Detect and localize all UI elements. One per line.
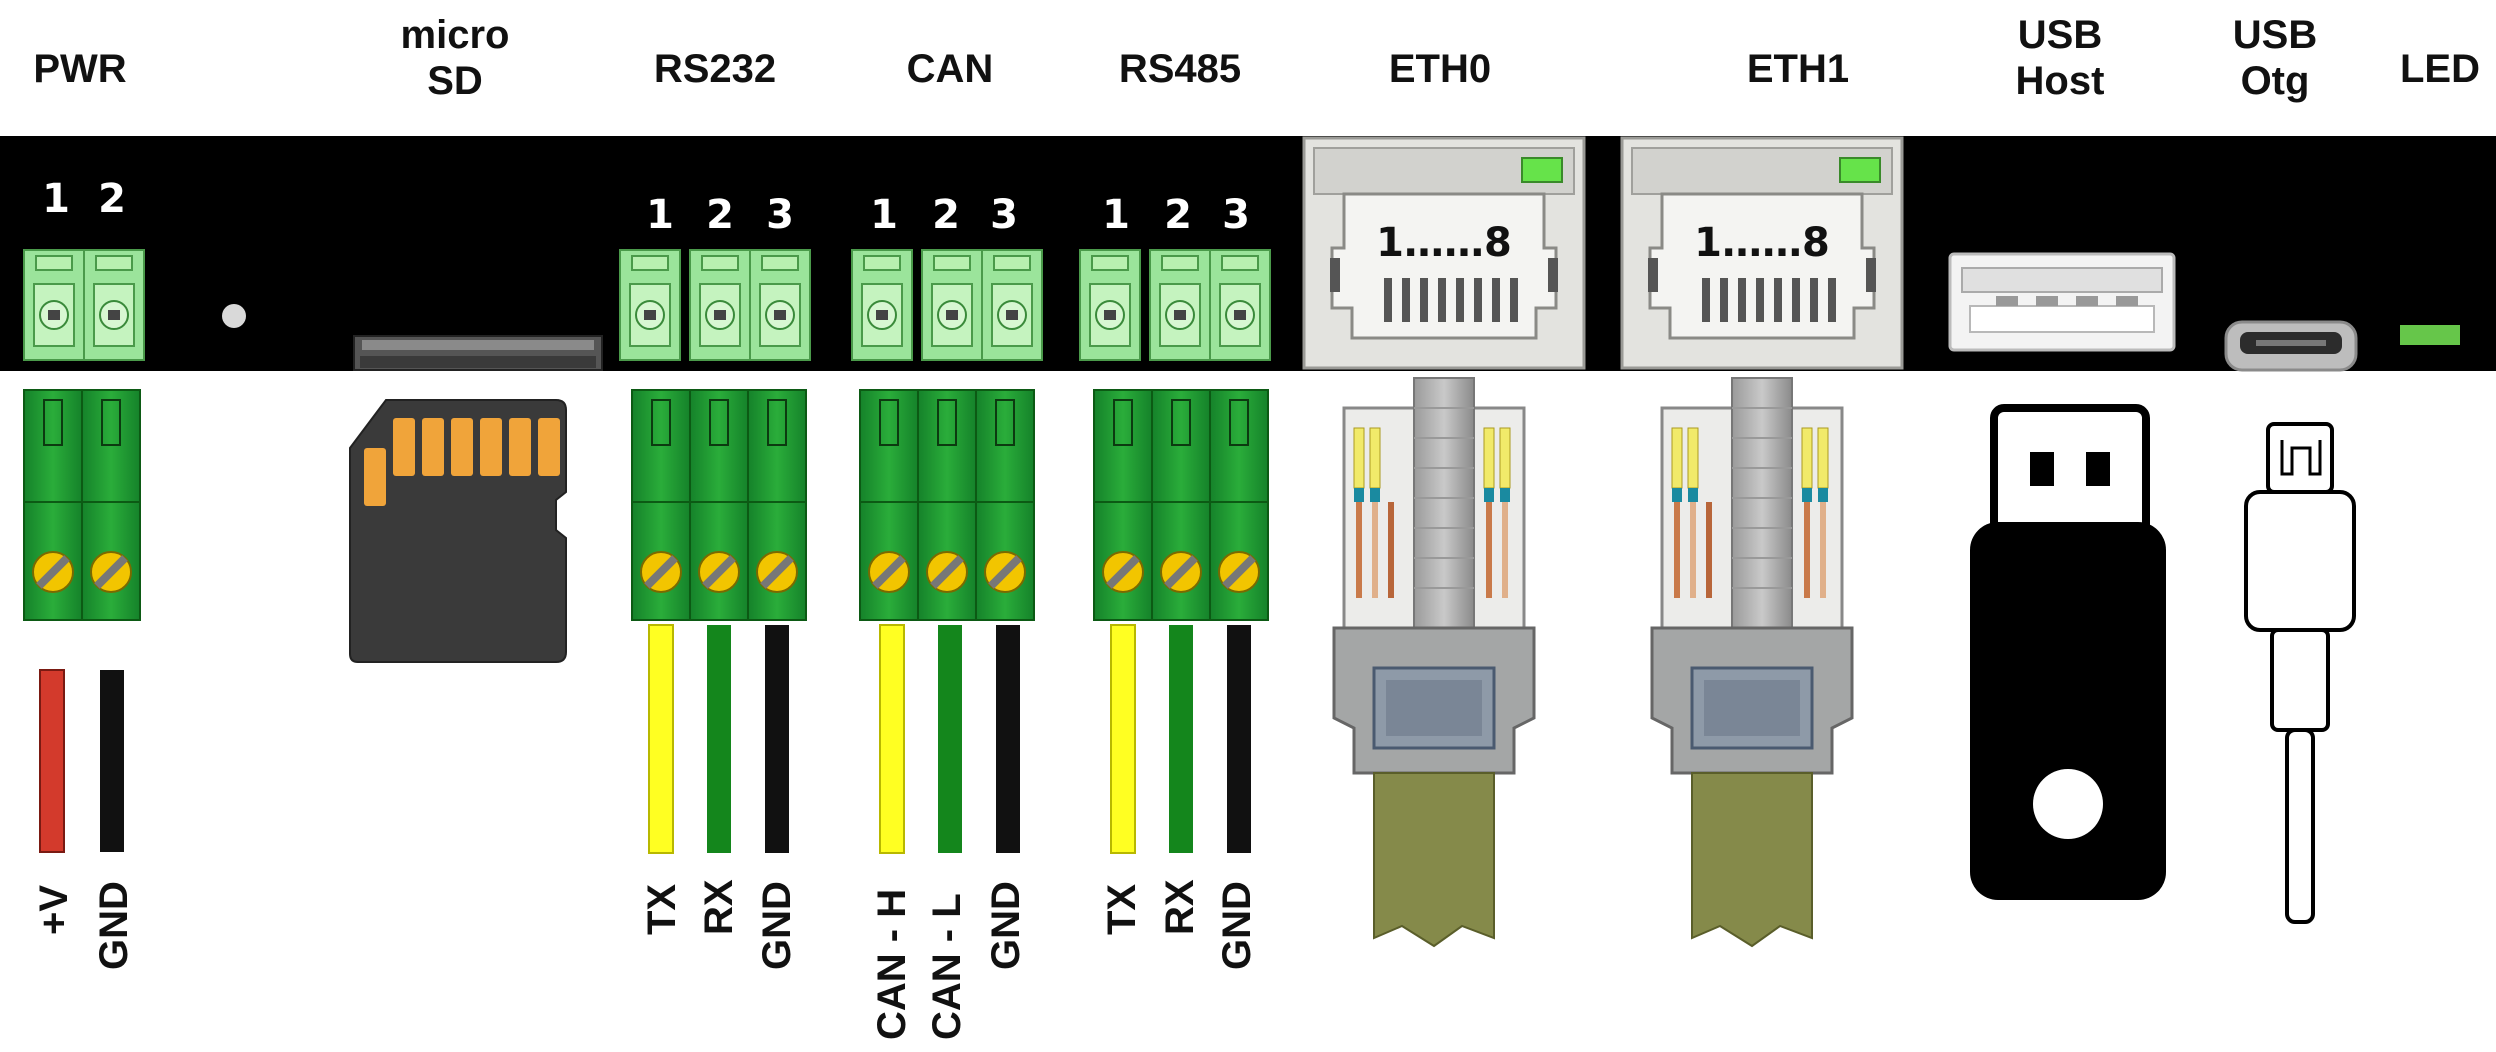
wire-green: [1169, 625, 1193, 853]
wire-yellow: [648, 624, 674, 854]
wire-black: [1227, 625, 1251, 853]
microsd-slot: [353, 335, 603, 371]
rs232-terminal-block: [619, 249, 811, 361]
eth0-rj45-plug: [1334, 378, 1534, 946]
header-pwr: PWR: [33, 47, 127, 91]
header-usb-host: USB Host: [2015, 13, 2105, 103]
can-plug: [860, 390, 1034, 854]
rs485-pin-2: 2: [1164, 192, 1192, 238]
micro-usb-cable-icon: [2244, 422, 2356, 924]
pwr-pin-1: 1: [42, 176, 70, 222]
status-led: [2400, 325, 2460, 345]
usb-host-port: [1948, 252, 2176, 352]
usb-otg-port: [2224, 320, 2358, 372]
rs232-pin-2: 2: [706, 192, 734, 238]
wire-red: [39, 669, 65, 853]
wire-label-pwr-gnd: GND: [92, 881, 136, 970]
panel-screw-hole: [222, 304, 246, 328]
wire-label-rs232-rx: RX: [697, 879, 741, 935]
wire-yellow: [879, 624, 905, 854]
eth0-pin-range: 1……8: [1376, 220, 1512, 266]
wire-label-rs485-gnd: GND: [1215, 881, 1259, 970]
header-micro-sd: micro SD: [400, 13, 510, 103]
usb-flash-drive-icon: [1970, 404, 2166, 900]
wire-label-can-l: CAN - L: [925, 893, 969, 1040]
rs485-pin-1: 1: [1102, 192, 1130, 238]
rs232-pin-3: 3: [766, 192, 794, 238]
rs485-terminal-block: [1079, 249, 1271, 361]
wire-label-can-h: CAN - H: [870, 888, 914, 1040]
wire-label-rs232-tx: TX: [640, 883, 684, 935]
rs232-plug: [632, 390, 806, 854]
pwr-plug: [24, 390, 140, 853]
can-pin-1: 1: [870, 192, 898, 238]
header-can: CAN: [906, 47, 994, 91]
can-pin-3: 3: [990, 192, 1018, 238]
header-eth1: ETH1: [1746, 47, 1850, 91]
wire-label-rs485-rx: RX: [1158, 879, 1202, 935]
header-eth0: ETH0: [1388, 47, 1492, 91]
header-usb-otg: USB Otg: [2232, 13, 2318, 103]
wire-green: [707, 625, 731, 853]
can-terminal-block: [851, 249, 1043, 361]
wire-black: [996, 625, 1020, 853]
rs485-plug: [1094, 390, 1268, 854]
wire-label-can-gnd: GND: [984, 881, 1028, 970]
header-rs485: RS485: [1118, 47, 1242, 91]
header-led: LED: [2400, 47, 2480, 91]
pwr-terminal-block: [23, 249, 145, 361]
header-rs232: RS232: [653, 47, 777, 91]
microsd-card-icon: [349, 399, 567, 663]
can-pin-2: 2: [932, 192, 960, 238]
wire-black: [765, 625, 789, 853]
eth1-pin-range: 1……8: [1694, 220, 1830, 266]
wire-label-rs232-gnd: GND: [755, 881, 799, 970]
wire-green: [938, 625, 962, 853]
wire-yellow: [1110, 624, 1136, 854]
wire-black: [100, 670, 124, 852]
rs485-pin-3: 3: [1222, 192, 1250, 238]
wire-label-pwr-plus-v: +V: [32, 884, 76, 935]
eth1-rj45-plug: [1652, 378, 1852, 946]
pwr-pin-2: 2: [98, 176, 126, 222]
rs232-pin-1: 1: [646, 192, 674, 238]
wire-label-rs485-tx: TX: [1100, 883, 1144, 935]
